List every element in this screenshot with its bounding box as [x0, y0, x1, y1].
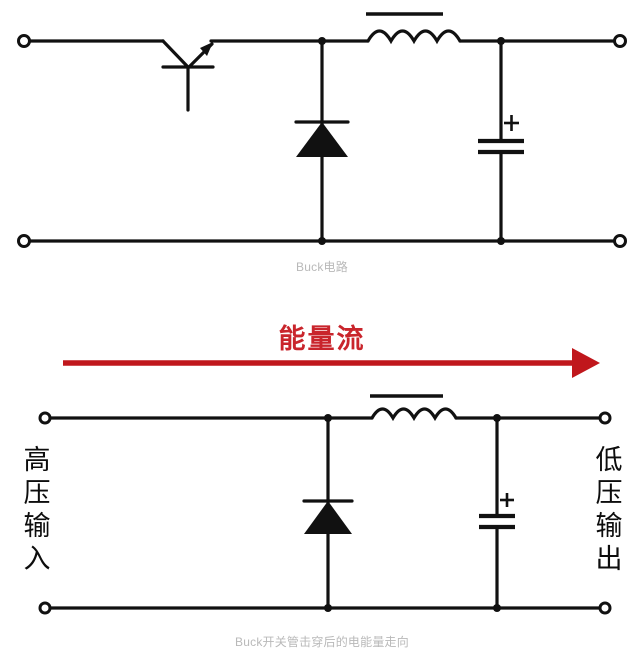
- hv-label-char-0: 高: [23, 445, 51, 475]
- top-circuit-caption: Buck电路: [296, 260, 348, 274]
- transistor-collector-lead: [161, 39, 189, 68]
- bottom-inductor-coil-icon: [370, 407, 458, 422]
- inductor-coil-icon: [366, 29, 462, 45]
- terminal-input-bottom[interactable]: [17, 234, 31, 248]
- junction-dot-top-right: [497, 37, 505, 45]
- hv-label-char-2: 输: [23, 511, 51, 541]
- bottom-junction-dot-bottom-left: [324, 604, 332, 612]
- lv-label-char-0: 低: [595, 445, 623, 475]
- energy-flow-arrow-head-icon: [572, 348, 600, 378]
- lv-label-char-2: 输: [595, 511, 623, 541]
- bottom-junction-dot-bottom-right: [493, 604, 501, 612]
- high-voltage-input-label: 高 压 输 入: [20, 444, 54, 576]
- low-voltage-output-label: 低 压 输 出: [592, 444, 626, 576]
- diode-triangle-icon: [296, 122, 348, 157]
- energy-flow-arrow-group: [63, 348, 600, 378]
- terminal-output-top[interactable]: [613, 34, 627, 48]
- bottom-circuit-caption: Buck开关管击穿后的电能量走向: [235, 635, 409, 649]
- energy-flow-label: 能量流: [278, 324, 366, 354]
- bottom-terminal-output-bottom[interactable]: [598, 601, 612, 615]
- bottom-circuit-group: [38, 394, 612, 615]
- lv-label-char-1: 压: [595, 478, 623, 508]
- hv-label-char-1: 压: [23, 478, 51, 508]
- lv-label-char-3: 出: [595, 544, 623, 574]
- bottom-terminal-input-bottom[interactable]: [38, 601, 52, 615]
- junction-dot-bottom-right: [497, 237, 505, 245]
- hv-label-char-3: 入: [23, 544, 51, 574]
- bottom-junction-dot-top-right: [493, 414, 501, 422]
- transistor-emitter-arrow-icon: [200, 42, 213, 56]
- top-circuit-group: [17, 12, 627, 248]
- terminal-input-top[interactable]: [17, 34, 31, 48]
- bottom-junction-dot-top-left: [324, 414, 332, 422]
- bottom-diode-triangle-icon: [304, 501, 352, 534]
- junction-dot-top-left: [318, 37, 326, 45]
- junction-dot-bottom-left: [318, 237, 326, 245]
- bottom-terminal-output-top[interactable]: [598, 411, 612, 425]
- bottom-terminal-input-top[interactable]: [38, 411, 52, 425]
- terminal-output-bottom[interactable]: [613, 234, 627, 248]
